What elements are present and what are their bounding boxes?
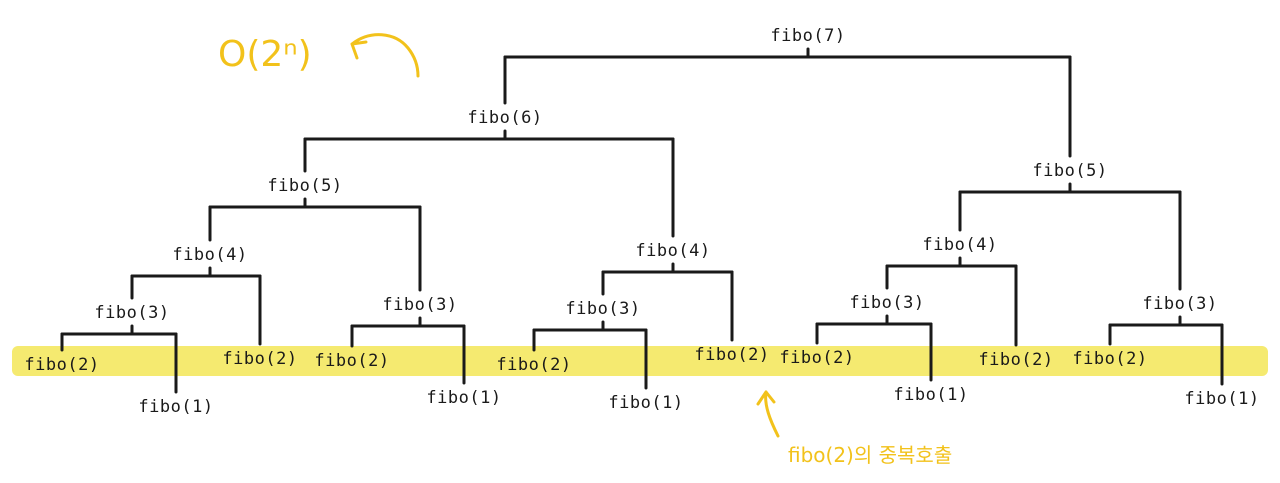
call-node-0-0-0-1-0: fibo(2) (314, 351, 389, 371)
fibo2-highlight-band (12, 346, 1268, 376)
call-node-0: fibo(7) (770, 26, 845, 46)
call-node-0-1-0-0: fibo(3) (849, 293, 924, 313)
call-node-0-0-0: fibo(5) (267, 176, 342, 196)
call-node-0-1-1: fibo(3) (1142, 294, 1217, 314)
annotation-arrow-icon (756, 390, 780, 438)
call-node-0-1-1-1: fibo(1) (1184, 389, 1259, 409)
tree-edges (60, 47, 1224, 394)
call-node-0-0-0-0: fibo(4) (172, 245, 247, 265)
call-node-0-0-0-1: fibo(3) (382, 295, 457, 315)
call-node-0-0-0-0-1: fibo(2) (222, 349, 297, 369)
tree-nodes: fibo(7) fibo(6) fibo(5) fibo(4) fibo(3) fibo(… (24, 26, 1259, 417)
call-node-0-0-1-0: fibo(3) (565, 299, 640, 319)
call-node-0-0-1: fibo(4) (635, 241, 710, 261)
call-node-0-1-0-0-1: fibo(1) (893, 385, 968, 405)
call-node-0-0-0-0-0-1: fibo(1) (138, 397, 213, 417)
call-node-0-1-0-0-0: fibo(2) (779, 348, 854, 368)
call-node-0-0-0-1-1: fibo(1) (426, 388, 501, 408)
complexity-note: O(2ⁿ) (218, 34, 312, 75)
call-node-0-1-0: fibo(4) (922, 235, 997, 255)
call-node-0-0: fibo(6) (467, 108, 542, 128)
call-node-0-1-1-0: fibo(2) (1072, 349, 1147, 369)
call-node-0-0-1-0-0: fibo(2) (496, 355, 571, 375)
call-node-0-0-0-0-0: fibo(3) (94, 303, 169, 323)
call-node-0-1-0-1: fibo(2) (978, 350, 1053, 370)
duplicate-call-annotation: fibo(2)의 중복호출 (788, 443, 952, 467)
complexity-arrow-icon (350, 33, 420, 78)
call-node-0-0-0-0-0-0: fibo(2) (24, 355, 99, 375)
call-node-0-0-1-1: fibo(2) (694, 345, 769, 365)
call-node-0-1: fibo(5) (1032, 161, 1107, 181)
call-node-0-0-1-0-1: fibo(1) (608, 393, 683, 413)
